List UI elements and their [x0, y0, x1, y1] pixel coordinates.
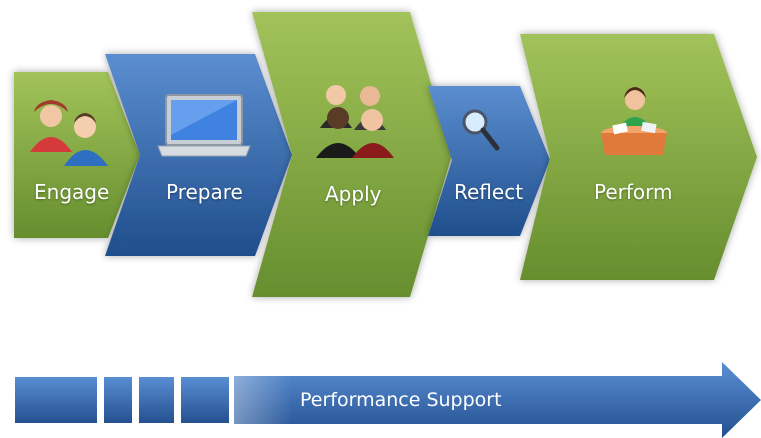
people-icon: [30, 100, 108, 166]
step-perform-shape: [520, 34, 757, 280]
performance-support-bar: [13, 362, 761, 438]
meeting-icon: [316, 85, 394, 158]
performance-support-label: Performance Support: [300, 389, 502, 411]
support-segment: [102, 375, 134, 425]
step-label-prepare: Prepare: [166, 180, 243, 204]
support-segment: [13, 375, 99, 425]
magnifier-icon: [462, 109, 500, 151]
laptop-icon: [157, 94, 251, 157]
step-reflect-shape: [428, 86, 550, 236]
worker-icon: [601, 87, 667, 155]
support-segment: [137, 375, 176, 425]
step-label-reflect: Reflect: [454, 180, 524, 204]
step-label-perform: Perform: [594, 180, 673, 204]
support-segment: [179, 375, 231, 425]
step-label-engage: Engage: [34, 180, 110, 204]
step-label-apply: Apply: [325, 182, 382, 206]
